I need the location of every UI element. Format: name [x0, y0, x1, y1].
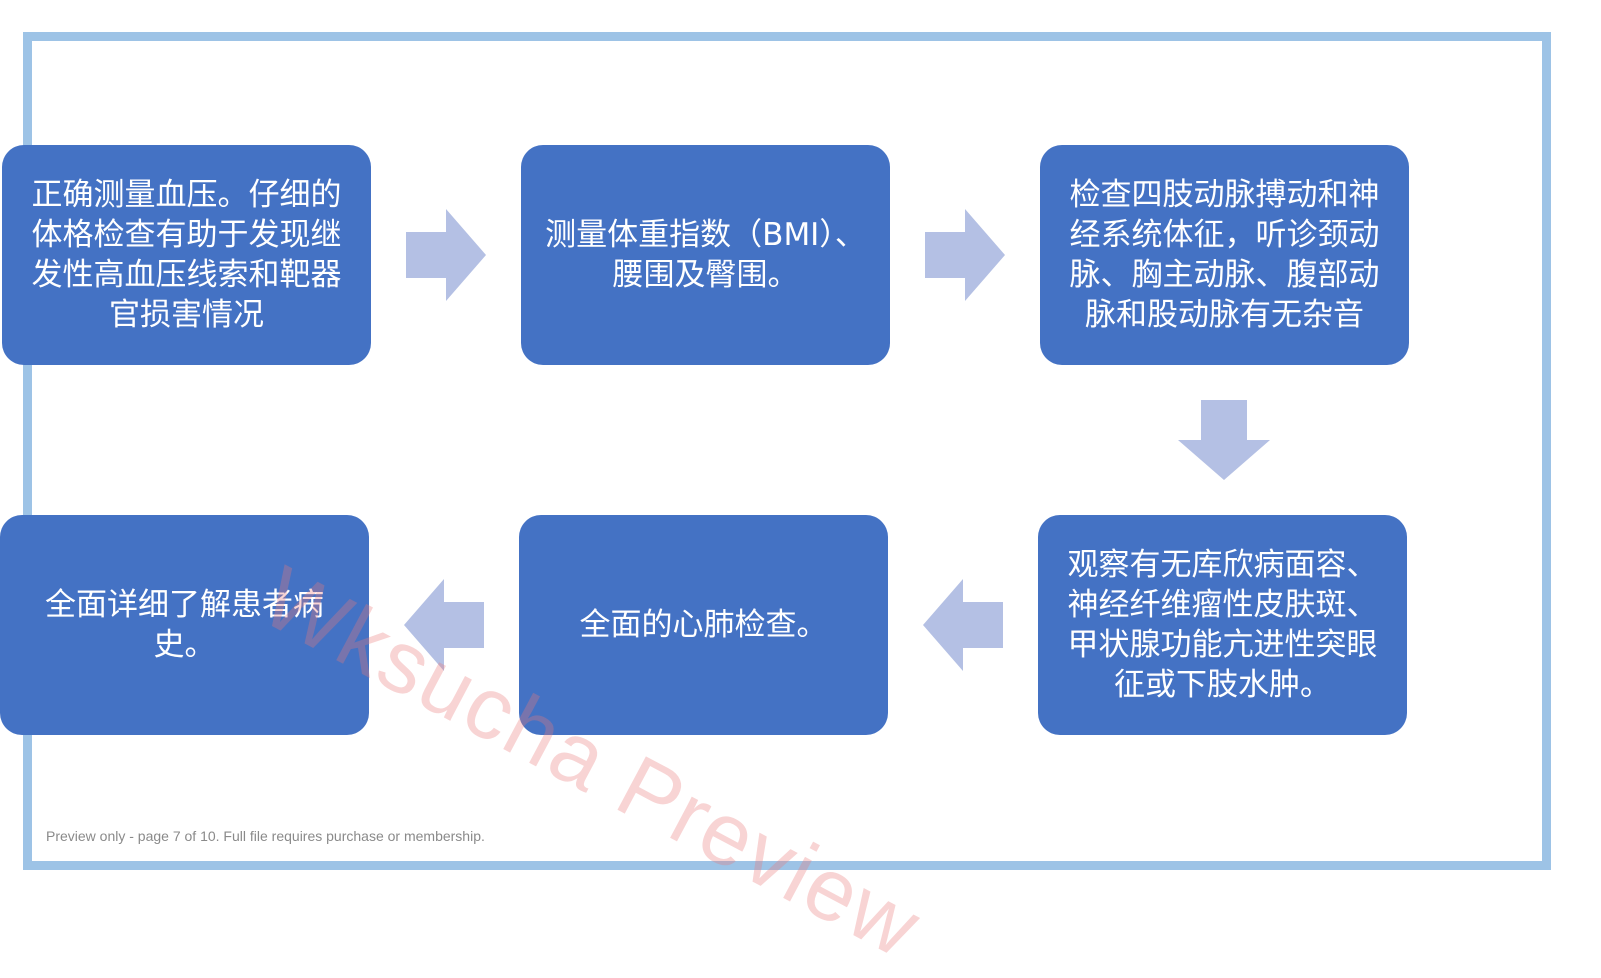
step-4-text: 观察有无库欣病面容、神经纤维瘤性皮肤斑、甲状腺功能亢进性突眼征或下肢水肿。	[1067, 547, 1378, 703]
step-3-text: 检查四肢动脉搏动和神经系统体征，听诊颈动脉、胸主动脉、腹部动脉和股动脉有无杂音	[1069, 177, 1380, 333]
arrow-left-icon	[923, 579, 1003, 671]
slide-frame	[23, 32, 1551, 870]
arrow-right-icon	[925, 209, 1005, 301]
step-box-1: 正确测量血压。仔细的体格检查有助于发现继发性高血压线索和靶器官损害情况	[2, 145, 371, 365]
preview-footer: Preview only - page 7 of 10. Full file r…	[46, 828, 485, 844]
step-1-text: 正确测量血压。仔细的体格检查有助于发现继发性高血压线索和靶器官损害情况	[31, 177, 342, 333]
step-box-4: 观察有无库欣病面容、神经纤维瘤性皮肤斑、甲状腺功能亢进性突眼征或下肢水肿。	[1038, 515, 1407, 735]
step-2-text: 测量体重指数（BMI）、 腰围及臀围。	[545, 217, 866, 293]
arrow-right-icon	[406, 209, 486, 301]
step-box-3: 检查四肢动脉搏动和神经系统体征，听诊颈动脉、胸主动脉、腹部动脉和股动脉有无杂音	[1040, 145, 1409, 365]
step-5-text: 全面的心肺检查。	[579, 607, 828, 643]
arrow-left-icon	[404, 579, 484, 671]
step-box-2: 测量体重指数（BMI）、 腰围及臀围。	[521, 145, 890, 365]
step-box-6: 全面详细了解患者病史。	[0, 515, 369, 735]
step-box-5: 全面的心肺检查。	[519, 515, 888, 735]
step-6-text: 全面详细了解患者病史。	[45, 587, 324, 663]
arrow-down-icon	[1178, 400, 1270, 480]
